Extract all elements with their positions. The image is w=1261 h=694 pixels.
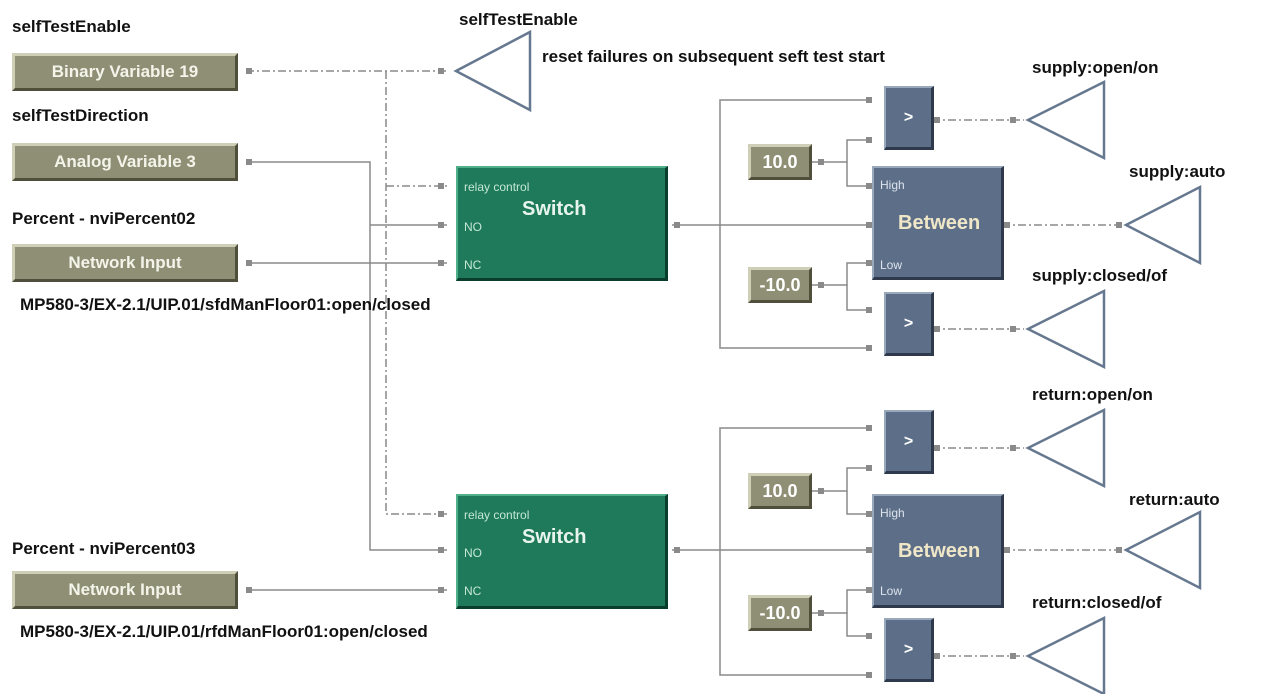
return-between-block[interactable]: High Between Low [872,494,1004,608]
return-low-constant[interactable]: -10.0 [748,595,812,631]
return-switch-block[interactable]: relay control Switch NO NC [456,494,668,609]
supply-open-output-triangle [1025,79,1106,161]
return-open-output-triangle [1025,407,1106,489]
reset-output-note: reset failures on subsequent seft test s… [542,47,885,66]
low-pin: Low [880,584,903,598]
return-open-label: return:open/on [1032,385,1153,404]
no-pin: NO [464,546,482,560]
supply-open-compare-block[interactable]: > [884,86,934,150]
supply-low-constant[interactable]: -10.0 [748,267,812,303]
reset-output-label: selfTestEnable [459,10,578,29]
supply-network-input-block[interactable]: Network Input [12,244,238,282]
switch-title: Switch [522,198,587,220]
return-high-constant[interactable]: 10.0 [748,473,812,509]
relay-control-pin: relay control [464,508,530,522]
supply-auto-output-triangle [1123,184,1202,266]
supply-percent-label: Percent - nviPercent02 [12,209,196,228]
return-closed-label: return:closed/of [1032,593,1162,612]
return-open-compare-block[interactable]: > [884,410,934,474]
return-auto-output-triangle [1123,509,1202,591]
binary-variable-block[interactable]: Binary Variable 19 [12,53,238,91]
supply-closed-label: supply:closed/of [1032,266,1168,285]
return-closed-output-triangle [1025,615,1106,694]
high-pin: High [880,506,905,520]
self-test-enable-label: selfTestEnable [12,17,131,36]
nc-pin: NC [464,584,482,598]
relay-control-pin: relay control [464,180,530,194]
return-percent-label: Percent - nviPercent03 [12,539,196,558]
supply-switch-block[interactable]: relay control Switch NO NC [456,166,668,281]
self-test-direction-label: selfTestDirection [12,106,149,125]
reset-output-triangle [453,29,532,113]
return-auto-label: return:auto [1129,490,1220,509]
between-title: Between [898,540,981,562]
return-point-path: MP580-3/EX-2.1/UIP.01/rfdManFloor01:open… [20,622,428,641]
supply-high-constant[interactable]: 10.0 [748,144,812,180]
supply-between-block[interactable]: High Between Low [872,166,1004,280]
supply-auto-label: supply:auto [1129,162,1226,181]
nc-pin: NC [464,258,482,272]
between-title: Between [898,212,981,234]
low-pin: Low [880,258,903,272]
analog-variable-block[interactable]: Analog Variable 3 [12,143,238,181]
return-network-input-block[interactable]: Network Input [12,571,238,609]
switch-title: Switch [522,526,587,548]
supply-point-path: MP580-3/EX-2.1/UIP.01/sfdManFloor01:open… [20,295,431,314]
supply-open-label: supply:open/on [1032,58,1159,77]
no-pin: NO [464,220,482,234]
return-closed-compare-block[interactable]: > [884,618,934,682]
supply-closed-output-triangle [1025,288,1106,370]
high-pin: High [880,178,905,192]
supply-closed-compare-block[interactable]: > [884,292,934,356]
